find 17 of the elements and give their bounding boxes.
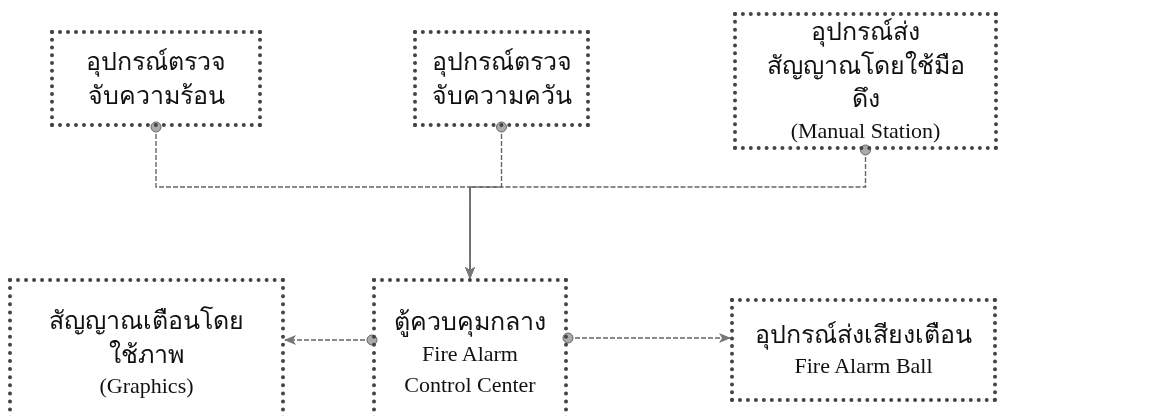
device-box — [733, 12, 998, 150]
box-title: อุปกรณ์ตรวจจับความร้อน — [85, 46, 227, 111]
box-subtitle: Fire Alarm Ball — [794, 352, 933, 381]
device-box — [730, 298, 997, 402]
box-subtitle: (Manual Station) — [790, 117, 941, 146]
box-subtitle: Fire Alarm Control Center — [403, 340, 537, 399]
device-box — [413, 30, 590, 127]
device-box — [50, 30, 262, 127]
connector-arrow — [562, 332, 731, 344]
box-subtitle: (Graphics) — [99, 372, 194, 401]
box-title: อุปกรณ์ส่งเสียงเตือน — [755, 319, 972, 352]
connector-arrow — [284, 334, 378, 346]
box-title: สัญญาณเตือนโดยใช้ภาพ — [48, 305, 245, 370]
box-title: ตู้ควบคุมกลาง — [394, 307, 546, 339]
box-title: อุปกรณ์ส่งสัญญาณโดยใช้มือดึง — [765, 17, 966, 115]
box-title: อุปกรณ์ตรวจจับความควัน — [430, 46, 573, 111]
connector-arrow — [465, 144, 871, 279]
